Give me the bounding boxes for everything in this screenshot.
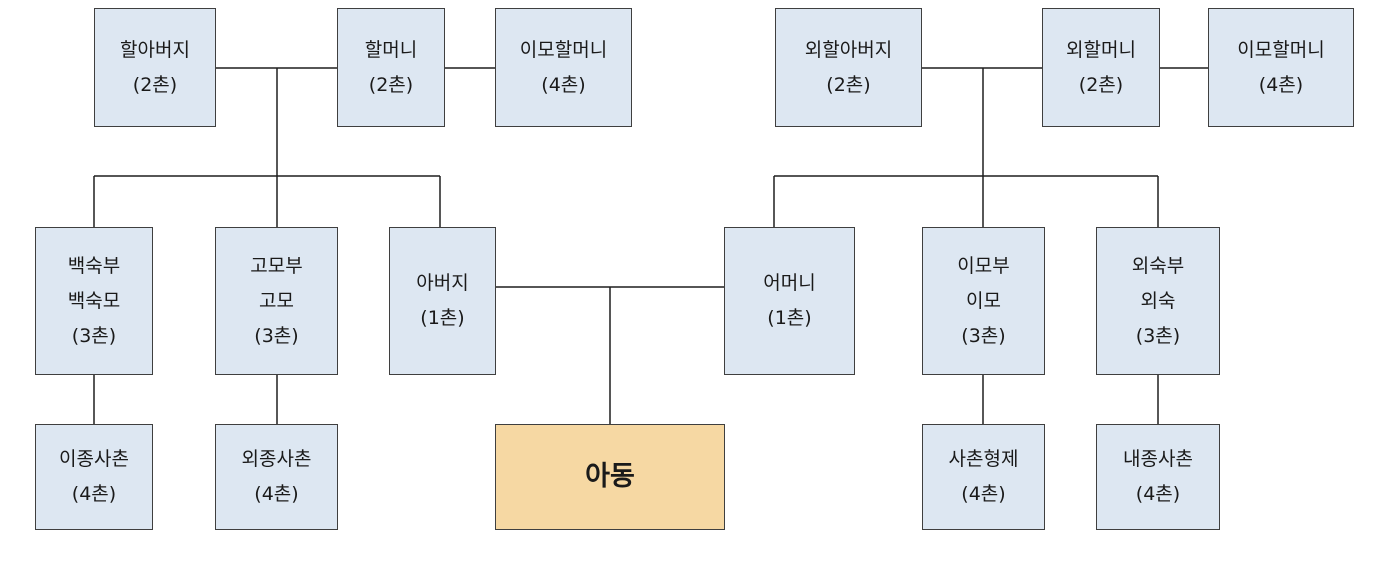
node-label-line: (3촌) [71, 324, 117, 347]
node-maternal-grandmother: 외할머니 (2촌) [1042, 8, 1160, 127]
node-label-line: 내종사촌 [1123, 448, 1193, 470]
node-label-line: 어머니 [763, 272, 816, 294]
node-label-line: (1촌) [420, 307, 465, 329]
node-label-line: 이종사촌 [59, 448, 129, 470]
node-label-line: (4촌) [254, 483, 299, 505]
node-label-line: 외종사촌 [241, 448, 312, 470]
node-cousin-paternal-aunt: 외종사촌 (4촌) [215, 424, 338, 530]
node-label-line: (4촌) [541, 73, 586, 96]
node-child: 아동 [495, 424, 725, 530]
node-label-line: (4촌) [1258, 73, 1304, 96]
node-cousin-paternal-uncle: 이종사촌 (4촌) [35, 424, 153, 530]
node-label-line: 할아버지 [120, 38, 190, 61]
node-label-line: 할머니 [364, 38, 418, 61]
node-label-line: (4촌) [71, 483, 117, 505]
node-label-line: 외할아버지 [804, 38, 893, 61]
node-maternal-grandfather: 외할아버지 (2촌) [775, 8, 922, 127]
node-paternal-grandmother: 할머니 (2촌) [337, 8, 445, 127]
node-paternal-grandfather: 할아버지 (2촌) [94, 8, 216, 127]
node-maternal-great-aunt: 이모할머니 (4촌) [1208, 8, 1354, 127]
node-label-line: (2촌) [1078, 73, 1124, 96]
node-mother: 어머니 (1촌) [724, 227, 855, 375]
node-label-line: 백숙모 [67, 289, 121, 312]
node-paternal-uncle: 백숙부 백숙모 (3촌) [35, 227, 153, 375]
node-label-line: (2촌) [132, 73, 178, 96]
node-label-line: 고모부 [250, 254, 303, 277]
node-label-line: 외숙부 [1131, 254, 1185, 277]
node-label-line: (4촌) [961, 483, 1006, 505]
node-label-line: 백숙부 [67, 254, 121, 277]
node-cousin-maternal-aunt: 사촌형제 (4촌) [922, 424, 1045, 530]
node-label-line: 아동 [585, 461, 635, 492]
node-paternal-great-aunt: 이모할머니 (4촌) [495, 8, 632, 127]
node-label-line: 아버지 [416, 272, 469, 294]
node-label-line: 이모할머니 [519, 38, 608, 61]
node-label-line: 외할머니 [1066, 38, 1136, 61]
node-cousin-maternal-uncle: 내종사촌 (4촌) [1096, 424, 1220, 530]
node-label-line: (1촌) [767, 307, 812, 329]
node-label-line: (4촌) [1135, 483, 1181, 505]
node-maternal-uncle: 외숙부 외숙 (3촌) [1096, 227, 1220, 375]
node-father: 아버지 (1촌) [389, 227, 496, 375]
node-label-line: (2촌) [368, 73, 414, 96]
node-label-line: 이모 [966, 289, 1001, 312]
node-label-line: (3촌) [254, 324, 299, 347]
node-label-line: (2촌) [826, 73, 871, 96]
node-label-line: (3촌) [961, 324, 1006, 347]
node-label-line: 이모할머니 [1237, 38, 1325, 61]
node-maternal-aunt: 이모부 이모 (3촌) [922, 227, 1045, 375]
node-label-line: 고모 [259, 289, 294, 312]
node-label-line: (3촌) [1135, 324, 1181, 347]
node-label-line: 이모부 [957, 254, 1010, 277]
node-paternal-aunt: 고모부 고모 (3촌) [215, 227, 338, 375]
node-label-line: 사촌형제 [948, 448, 1019, 470]
node-label-line: 외숙 [1140, 289, 1176, 312]
